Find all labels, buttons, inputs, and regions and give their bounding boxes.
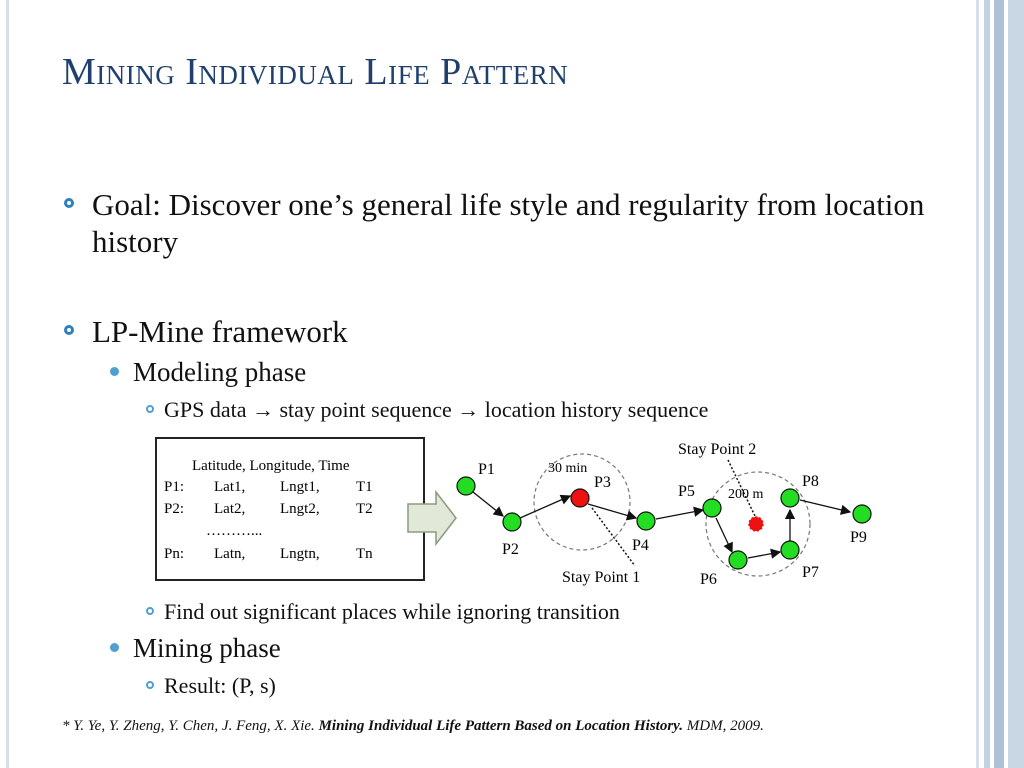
- bullet-ring-icon: [64, 325, 74, 335]
- stay-region-1: [533, 453, 631, 551]
- bullet-mining-text: Mining phase: [133, 633, 281, 663]
- point-p5: [702, 498, 722, 518]
- right-decorative-bars: [976, 0, 1024, 768]
- bullet-gps: GPS data → stay point sequence → locatio…: [146, 396, 709, 423]
- leader-stay-point-1: [591, 507, 636, 567]
- table-cell: Lngt2,: [280, 501, 320, 517]
- stay-region-2: [705, 471, 811, 577]
- label-p3: P3: [594, 474, 611, 491]
- table-cell: T2: [356, 501, 373, 517]
- footnote-venue: MDM, 2009.: [683, 718, 764, 734]
- label-p4: P4: [632, 537, 649, 554]
- bullet-significant: Find out significant places while ignori…: [146, 598, 620, 625]
- gps-table-box: [155, 437, 425, 581]
- point-p2: [502, 512, 522, 532]
- label-p1: P1: [478, 461, 495, 478]
- point-p3: [570, 488, 590, 508]
- bullet-framework-text: LP-Mine framework: [92, 314, 348, 349]
- footnote-prefix: *: [62, 718, 74, 734]
- point-p9: [852, 504, 872, 524]
- table-cell: Lngtn,: [280, 546, 320, 562]
- label-stay-point-1: Stay Point 1: [562, 569, 640, 586]
- footnote-paper-title: Mining Individual Life Pattern Based on …: [318, 718, 684, 734]
- label-p2: P2: [502, 541, 519, 558]
- bullet-small-ring-icon: [146, 607, 154, 615]
- bullet-framework: LP-Mine framework: [64, 313, 348, 350]
- table-cell: Latn,: [214, 546, 245, 562]
- table-cell: Lat1,: [214, 479, 245, 495]
- table-cell: ………...: [206, 523, 262, 539]
- bullet-ring-icon: [64, 198, 74, 208]
- table-cell: Lngt1,: [280, 479, 320, 495]
- footnote-authors: Y. Ye, Y. Zheng, Y. Chen, J. Feng, X. Xi…: [73, 718, 319, 734]
- bullet-result: Result: (P, s): [146, 672, 276, 699]
- citation-footnote: * Y. Ye, Y. Zheng, Y. Chen, J. Feng, X. …: [62, 716, 982, 736]
- bullet-gps-text: GPS data → stay point sequence → locatio…: [164, 397, 709, 422]
- bullet-result-text: Result: (P, s): [164, 673, 276, 698]
- label-distance: 200 m: [728, 487, 764, 502]
- bullet-modeling-text: Modeling phase: [133, 357, 307, 387]
- table-cell: P1:: [164, 479, 184, 495]
- bullet-modeling: Modeling phase: [110, 356, 307, 388]
- slide-title: Mining Individual Life Pattern: [62, 51, 569, 93]
- label-duration: 30 min: [548, 461, 587, 476]
- label-p6: P6: [700, 571, 717, 588]
- table-header: Latitude, Longitude, Time: [192, 458, 350, 474]
- block-arrow-icon: [407, 489, 457, 547]
- stay-point-2-center: [748, 516, 764, 532]
- table-rows: P1: Lat1, Lngt1, T1 P2: Lat2, Lngt2, T2 …: [164, 479, 373, 562]
- point-p1: [456, 476, 476, 496]
- label-p8: P8: [802, 473, 819, 490]
- table-cell: Pn:: [164, 546, 184, 562]
- trajectory-edges: [472, 491, 852, 559]
- bullet-dot-icon: [110, 367, 119, 376]
- bullet-goal: Goal: Discover one’s general life style …: [64, 186, 952, 260]
- point-p7: [780, 540, 800, 560]
- bullet-small-ring-icon: [146, 405, 154, 413]
- label-p9: P9: [850, 529, 867, 546]
- point-p6: [728, 550, 748, 570]
- label-p5: P5: [678, 483, 695, 500]
- point-p8: [780, 488, 800, 508]
- bullet-small-ring-icon: [146, 681, 154, 689]
- bullet-significant-text: Find out significant places while ignori…: [164, 599, 620, 624]
- label-stay-point-2: Stay Point 2: [678, 441, 756, 458]
- point-p4: [636, 511, 656, 531]
- left-border-rule: [6, 0, 9, 768]
- bullet-dot-icon: [110, 643, 119, 652]
- table-cell: Lat2,: [214, 501, 245, 517]
- label-p7: P7: [802, 564, 819, 581]
- bullet-goal-text: Goal: Discover one’s general life style …: [92, 187, 925, 259]
- bullet-mining: Mining phase: [110, 632, 281, 664]
- table-cell: P2:: [164, 501, 184, 517]
- table-cell: Tn: [356, 546, 373, 562]
- table-cell: T1: [356, 479, 373, 495]
- lp-mine-figure: Latitude, Longitude, Time P1: Lat1, Lngt…: [155, 437, 872, 588]
